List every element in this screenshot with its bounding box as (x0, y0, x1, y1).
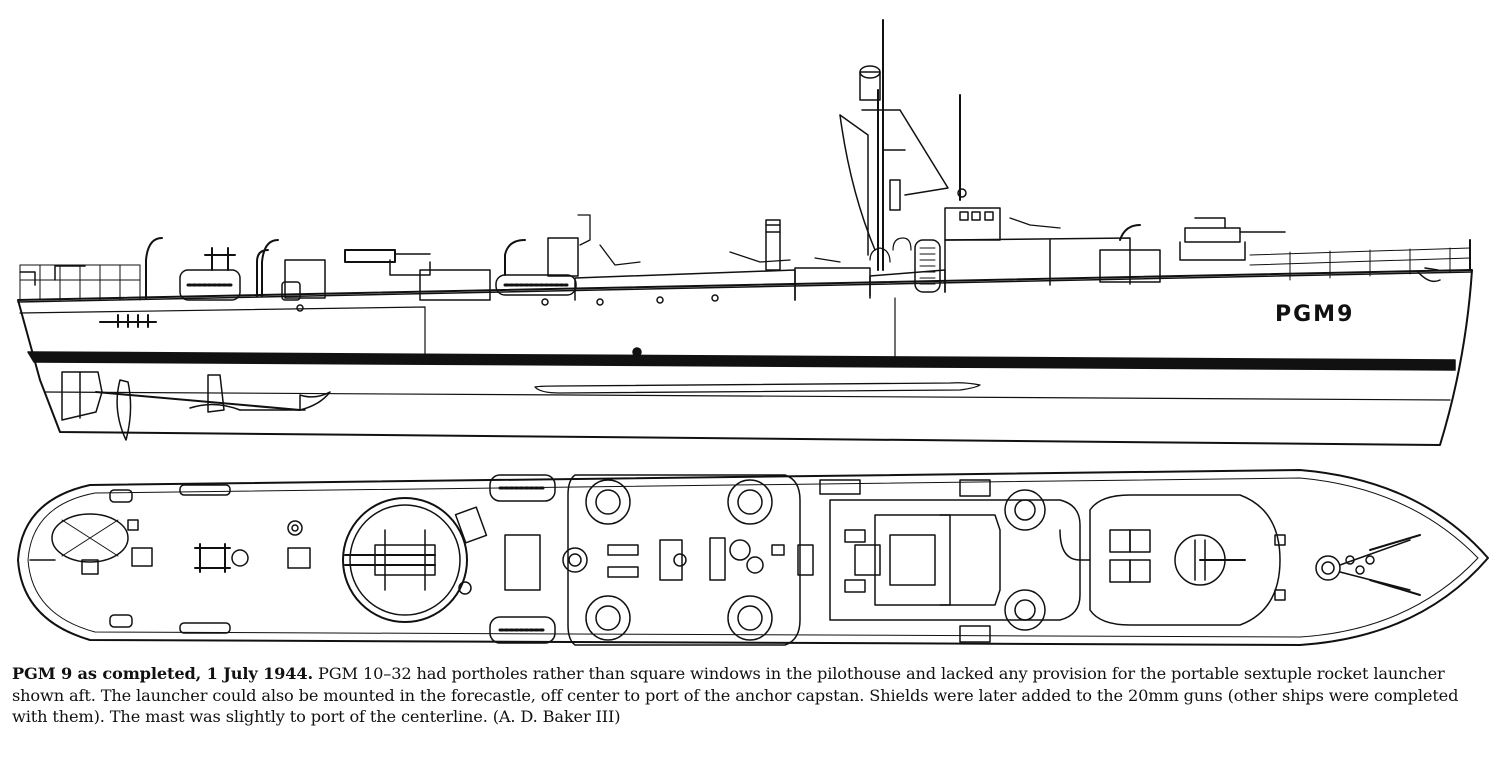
forward-gun-platform (1089, 494, 1281, 626)
propulsion-gear (61, 371, 331, 441)
ship-drawing: PGM9 (17, 19, 1489, 646)
hull-profile (17, 269, 1473, 446)
rails (19, 239, 1471, 301)
ventilators (54, 224, 1141, 299)
draft-marks (99, 314, 157, 328)
deckhouse (179, 207, 1161, 301)
profile-view: PGM9 (17, 19, 1473, 446)
hull-number: PGM9 (1275, 302, 1354, 327)
forward-gun-mount (1179, 217, 1286, 261)
bilge-keel (534, 382, 981, 394)
pilothouse-vent (914, 239, 941, 293)
twenty-mm-guns (577, 214, 1061, 266)
bridge-plan (819, 479, 1091, 643)
main-deck-line (17, 271, 1473, 303)
plan-view (17, 469, 1489, 646)
anchor (1417, 267, 1441, 283)
deckhouse-plan (504, 474, 814, 646)
caption-body: PGM 10–32 had portholes rather than squa… (12, 664, 1459, 727)
mast-and-rigging (839, 19, 967, 271)
caption-lead: PGM 9 as completed, 1 July 1944. (12, 664, 314, 683)
aft-gun-tub-plan (342, 497, 488, 623)
boot-topping-stripe (27, 351, 1456, 371)
aft-gun-mount (204, 247, 431, 276)
bow-gear (1274, 534, 1421, 601)
hull-plan (17, 469, 1489, 646)
figure-caption: PGM 9 as completed, 1 July 1944. PGM 10–… (12, 663, 1490, 728)
stern-hatch (51, 513, 129, 563)
funnel (765, 219, 781, 271)
